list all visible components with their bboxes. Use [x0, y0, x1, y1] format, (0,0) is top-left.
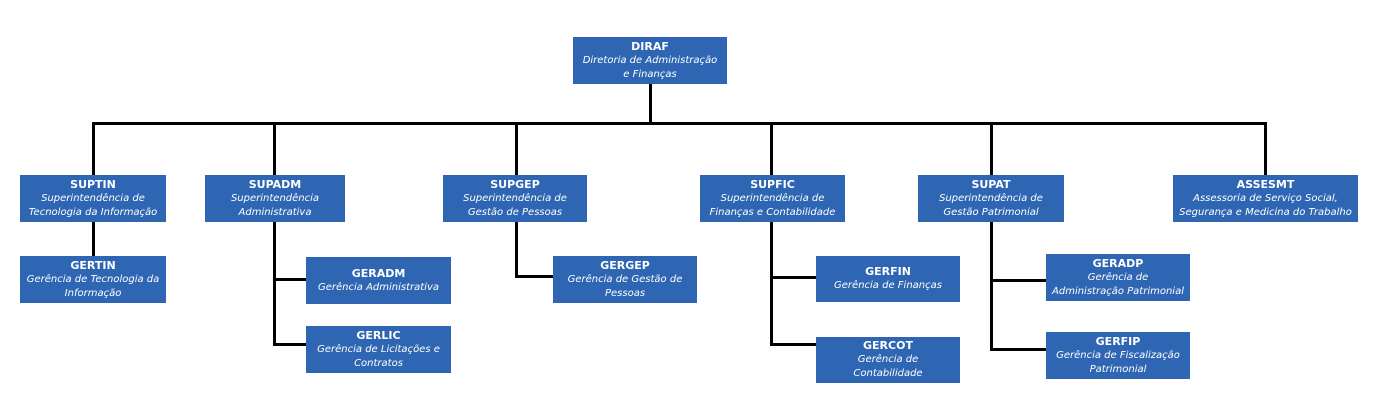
code-assesmt: ASSESMT: [1236, 177, 1295, 191]
box-assesmt: ASSESMT Assessoria de Serviço Social, Se…: [1173, 175, 1358, 222]
box-geradm: GERADM Gerência Administrativa: [306, 257, 451, 304]
box-gergep: GERGEP Gerência de Gestão de Pessoas: [553, 256, 697, 303]
name-gertin: Gerência de Tecnologia da Informação: [26, 273, 160, 299]
code-gerfin: GERFIN: [865, 265, 911, 278]
connector-suptin-gertin: [92, 222, 95, 256]
connector-supfic-vertical: [770, 222, 773, 346]
name-gergep: Gerência de Gestão de Pessoas: [567, 273, 683, 299]
code-gertin: GERTIN: [70, 258, 116, 272]
box-supgep: SUPGEP Superintendência de Gestão de Pes…: [443, 175, 587, 222]
code-gerfip: GERFIP: [1095, 334, 1141, 348]
box-gercot: GERCOT Gerência de Contabilidade: [816, 337, 960, 383]
connector-supadm-geradm: [273, 278, 306, 281]
name-gerfip: Gerência de Fiscalização Patrimonial: [1056, 349, 1180, 375]
connector-horizontal-bus: [92, 122, 1267, 125]
code-gergep: GERGEP: [600, 258, 650, 272]
name-gercot: Gerência de Contabilidade: [853, 354, 923, 379]
name-geradm: Gerência Administrativa: [317, 281, 440, 293]
connector-supadm-gerlic: [273, 343, 306, 346]
code-supadm: SUPADM: [248, 177, 302, 191]
connector-to-supat: [990, 122, 993, 175]
connector-supat-gerfip: [990, 348, 1046, 351]
box-supfic: SUPFIC Superintendência de Finanças e Co…: [700, 175, 845, 222]
connector-supfic-gerfin: [770, 276, 816, 279]
box-supat: SUPAT Superintendência de Gestão Patrimo…: [918, 175, 1064, 222]
connector-supadm-vertical: [273, 222, 276, 346]
code-gercot: GERCOT: [863, 339, 913, 352]
box-diraf: DIRAF Diretoria de Administração e Finan…: [573, 37, 727, 84]
connector-to-supgep: [515, 122, 518, 175]
name-supadm: Superintendência Administrativa: [230, 192, 320, 218]
connector-supfic-gercot: [770, 343, 816, 346]
connector-to-suptin: [92, 122, 95, 175]
box-gerfip: GERFIP Gerência de Fiscalização Patrimon…: [1046, 332, 1190, 379]
code-gerlic: GERLIC: [356, 328, 401, 342]
name-diraf: Diretoria de Administração e Finanças: [582, 54, 718, 80]
connector-to-supadm: [273, 122, 276, 175]
code-geradp: GERADP: [1092, 256, 1144, 270]
name-geradp: Gerência de Administração Patrimonial: [1052, 271, 1184, 297]
box-geradp: GERADP Gerência de Administração Patrimo…: [1046, 254, 1190, 301]
code-diraf: DIRAF: [631, 39, 669, 53]
connector-supgep-gergep: [515, 275, 553, 278]
box-gerfin: GERFIN Gerência de Finanças: [816, 256, 960, 302]
connector-supgep-vertical: [515, 222, 518, 278]
name-supat: Superintendência de Gestão Patrimonial: [939, 192, 1043, 218]
connector-to-supfic: [770, 122, 773, 175]
box-gertin: GERTIN Gerência de Tecnologia da Informa…: [20, 256, 166, 303]
name-gerfin: Gerência de Finanças: [834, 280, 942, 291]
box-supadm: SUPADM Superintendência Administrativa: [205, 175, 345, 222]
code-suptin: SUPTIN: [70, 177, 116, 191]
code-supgep: SUPGEP: [490, 177, 540, 191]
name-assesmt: Assessoria de Serviço Social, Segurança …: [1179, 192, 1352, 218]
name-suptin: Superintendência de Tecnologia da Inform…: [28, 192, 158, 218]
code-supfic: SUPFIC: [750, 177, 795, 191]
name-supfic: Superintendência de Finanças e Contabili…: [709, 192, 836, 218]
connector-diraf-down: [649, 84, 652, 125]
connector-supat-vertical: [990, 222, 993, 351]
code-geradm: GERADM: [351, 266, 406, 280]
name-gerlic: Gerência de Licitações e Contratos: [317, 343, 440, 369]
name-supgep: Superintendência de Gestão de Pessoas: [463, 192, 567, 218]
box-gerlic: GERLIC Gerência de Licitações e Contrato…: [306, 326, 451, 373]
connector-supat-geradp: [990, 279, 1046, 282]
box-suptin: SUPTIN Superintendência de Tecnologia da…: [20, 175, 166, 222]
code-supat: SUPAT: [971, 177, 1011, 191]
connector-to-assesmt: [1264, 122, 1267, 175]
